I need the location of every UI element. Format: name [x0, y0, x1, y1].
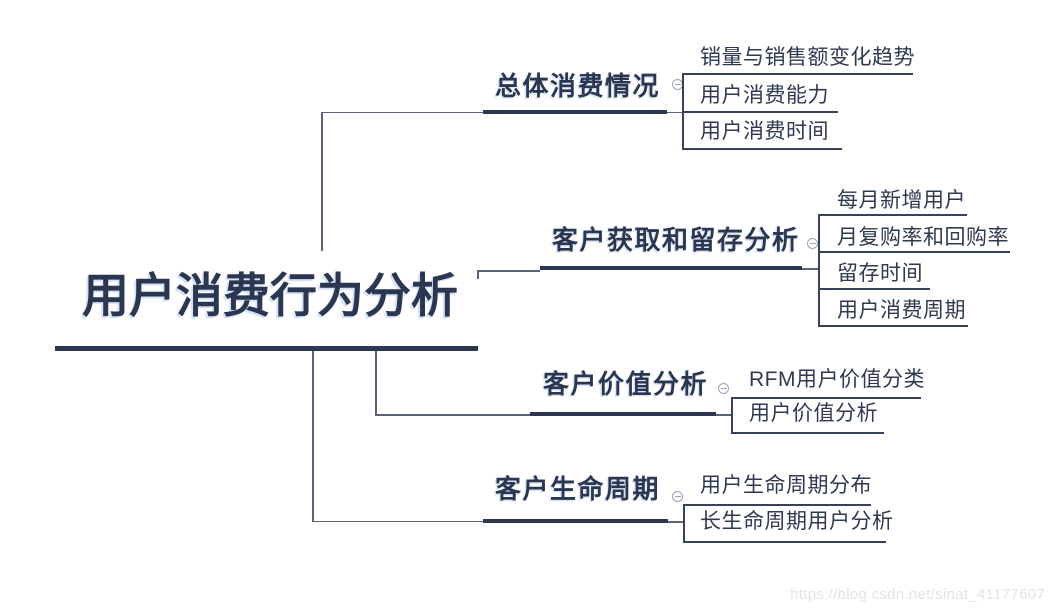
connector-line: [375, 414, 530, 416]
connector-line: [312, 520, 483, 522]
child-node-label[interactable]: 每月新增用户: [837, 189, 966, 212]
child-node-label[interactable]: RFM用户价值分类: [749, 368, 925, 391]
children-left-border: [683, 504, 685, 543]
root-underline: [55, 346, 478, 351]
branch-1-label[interactable]: 总体消费情况: [495, 71, 661, 101]
connector-line: [321, 113, 323, 251]
connector-line: [668, 521, 683, 523]
child-underline: [682, 111, 838, 113]
child-underline: [683, 541, 886, 543]
child-node-label[interactable]: 用户价值分析: [749, 402, 878, 425]
root-node-label[interactable]: 用户消费行为分析: [82, 269, 458, 322]
child-node-label[interactable]: 用户消费能力: [700, 84, 829, 107]
branch-4-underline: [483, 519, 668, 523]
branch-3-label[interactable]: 客户价值分析: [543, 369, 709, 399]
child-underline: [682, 148, 842, 150]
connector-line: [802, 268, 818, 270]
child-node-label[interactable]: 用户消费周期: [837, 299, 966, 322]
branch-3-underline: [530, 412, 716, 416]
connector-line: [716, 414, 731, 416]
children-left-border: [731, 397, 733, 434]
connector-line: [321, 111, 483, 113]
child-node-label[interactable]: 销量与销售额变化趋势: [700, 46, 915, 69]
child-underline: [731, 432, 884, 434]
child-node-label[interactable]: 月复购率和回购率: [837, 226, 1009, 249]
collapse-icon[interactable]: [718, 383, 729, 394]
collapse-icon[interactable]: [672, 491, 683, 502]
child-underline: [818, 214, 967, 216]
connector-line: [477, 270, 540, 272]
watermark: https://blog.csdn.net/sinat_41177607: [790, 586, 1045, 603]
child-underline: [818, 288, 930, 290]
branch-1-underline: [483, 110, 667, 114]
branch-2-label[interactable]: 客户获取和留存分析: [552, 225, 800, 255]
connector-line: [477, 270, 479, 279]
collapse-icon[interactable]: [807, 238, 818, 249]
child-node-label[interactable]: 用户生命周期分布: [700, 474, 872, 497]
child-node-label[interactable]: 用户消费时间: [700, 120, 829, 143]
child-underline: [731, 397, 921, 399]
branch-2-underline: [540, 266, 802, 270]
child-node-label[interactable]: 留存时间: [837, 262, 923, 285]
child-underline: [818, 251, 1010, 253]
connector-line: [667, 111, 682, 113]
child-underline: [682, 73, 913, 75]
child-node-label[interactable]: 长生命周期用户分析: [700, 510, 894, 533]
connector-line: [312, 351, 314, 521]
children-left-border: [818, 214, 820, 327]
child-underline: [683, 504, 871, 506]
branch-4-label[interactable]: 客户生命周期: [495, 474, 661, 504]
connector-line: [375, 351, 377, 415]
child-underline: [818, 325, 968, 327]
